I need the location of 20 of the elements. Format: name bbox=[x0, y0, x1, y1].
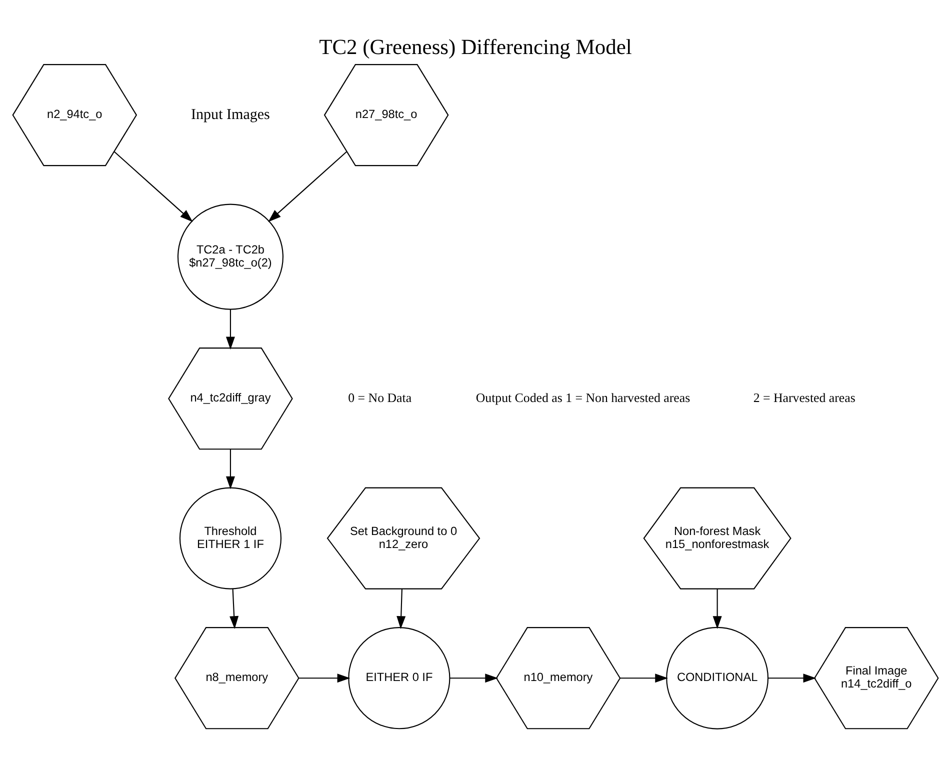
node-circle: Threshold EITHER 1 IF bbox=[179, 487, 282, 590]
arrow bbox=[230, 589, 239, 630]
label: 2 = Harvested areas bbox=[753, 390, 856, 405]
arrow bbox=[620, 674, 668, 683]
arrow bbox=[450, 674, 498, 683]
label: Output Coded as 1 = Non harvested areas bbox=[476, 390, 690, 405]
arrow bbox=[298, 674, 350, 683]
arrow bbox=[226, 449, 235, 490]
arrow bbox=[226, 310, 235, 350]
arrow bbox=[268, 151, 347, 222]
arrow bbox=[396, 589, 406, 630]
diagram-title: TC2 (Greeness) Differencing Model bbox=[319, 34, 632, 59]
label: Input Images bbox=[191, 107, 270, 124]
label: 0 = No Data bbox=[348, 390, 412, 405]
arrow bbox=[712, 589, 722, 630]
node-circle: TC2a - TC2b $n27_98tc_o(2) bbox=[177, 204, 284, 310]
arrow bbox=[114, 151, 193, 222]
arrow bbox=[768, 674, 816, 683]
node-circle: EITHER 0 IF bbox=[348, 627, 450, 730]
node-circle: CONDITIONAL bbox=[666, 626, 769, 730]
